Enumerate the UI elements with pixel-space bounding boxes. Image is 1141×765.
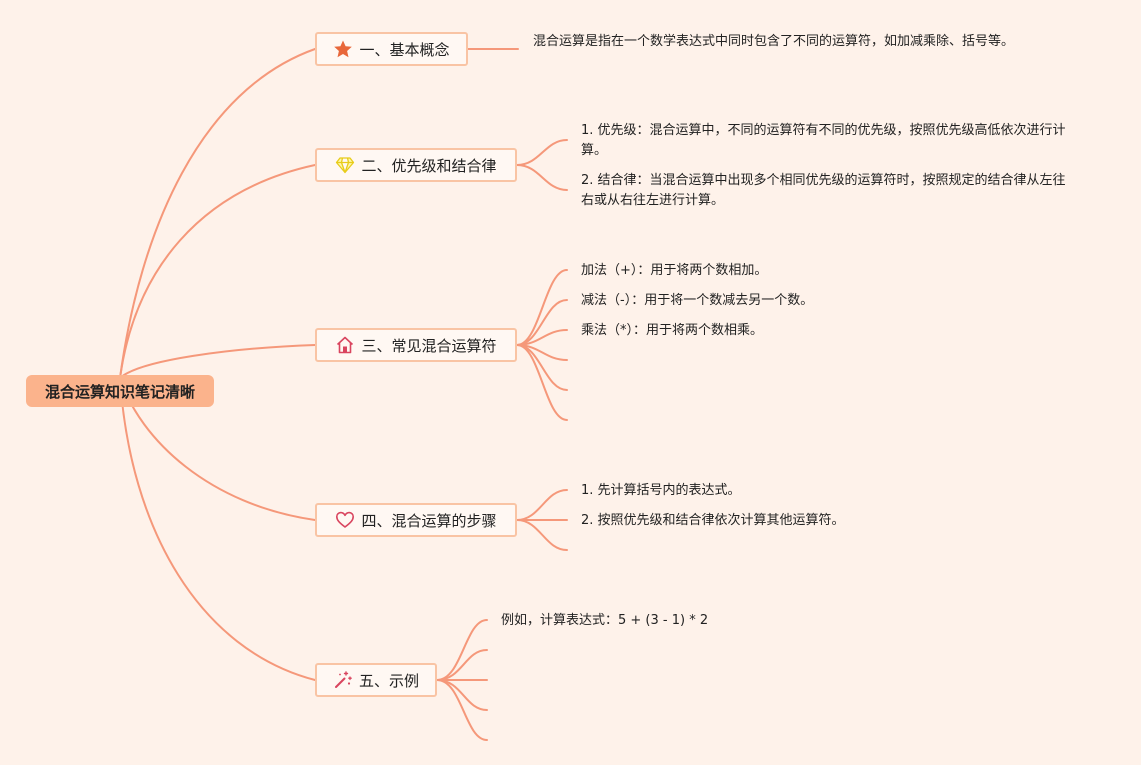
branch-label: 二、优先级和结合律 xyxy=(361,156,497,175)
branch-priority-associativity[interactable]: 二、优先级和结合律 xyxy=(315,148,517,182)
branch-basic-concept[interactable]: 一、基本概念 xyxy=(315,32,468,66)
leaf-step-1: 1. 先计算括号内的表达式。 xyxy=(581,483,741,498)
magic-wand-icon xyxy=(333,670,353,690)
branch-label: 四、混合运算的步骤 xyxy=(361,511,497,530)
star-icon xyxy=(333,39,353,59)
branch-example[interactable]: 五、示例 xyxy=(315,663,437,697)
heart-icon xyxy=(335,510,355,530)
home-icon xyxy=(335,335,355,355)
branch-label: 一、基本概念 xyxy=(359,40,450,59)
root-topic[interactable]: 混合运算知识笔记清晰 xyxy=(26,375,214,407)
leaf-example-expression: 例如，计算表达式：5 + (3 - 1) * 2 xyxy=(501,613,709,628)
leaf-basic-concept: 混合运算是指在一个数学表达式中同时包含了不同的运算符，如加减乘除、括号等。 xyxy=(533,34,1015,49)
root-title: 混合运算知识笔记清晰 xyxy=(44,382,195,401)
branch-label: 三、常见混合运算符 xyxy=(361,336,497,355)
branch-common-operators[interactable]: 三、常见混合运算符 xyxy=(315,328,517,362)
leaf-subtraction: 减法（-）：用于将一个数减去另一个数。 xyxy=(581,293,814,308)
leaf-associativity: 2. 结合律：当混合运算中出现多个相同优先级的运算符时，按照规定的结合律从左往右… xyxy=(581,173,1066,208)
diamond-icon xyxy=(335,155,355,175)
leaf-multiplication: 乘法（*）：用于将两个数相乘。 xyxy=(581,323,764,338)
leaf-addition: 加法（+）：用于将两个数相加。 xyxy=(581,263,768,278)
leaf-step-2: 2. 按照优先级和结合律依次计算其他运算符。 xyxy=(581,513,845,528)
branch-label: 五、示例 xyxy=(358,671,419,690)
branch-steps[interactable]: 四、混合运算的步骤 xyxy=(315,503,517,537)
leaf-priority: 1. 优先级：混合运算中，不同的运算符有不同的优先级，按照优先级高低依次进行计算… xyxy=(581,123,1066,158)
